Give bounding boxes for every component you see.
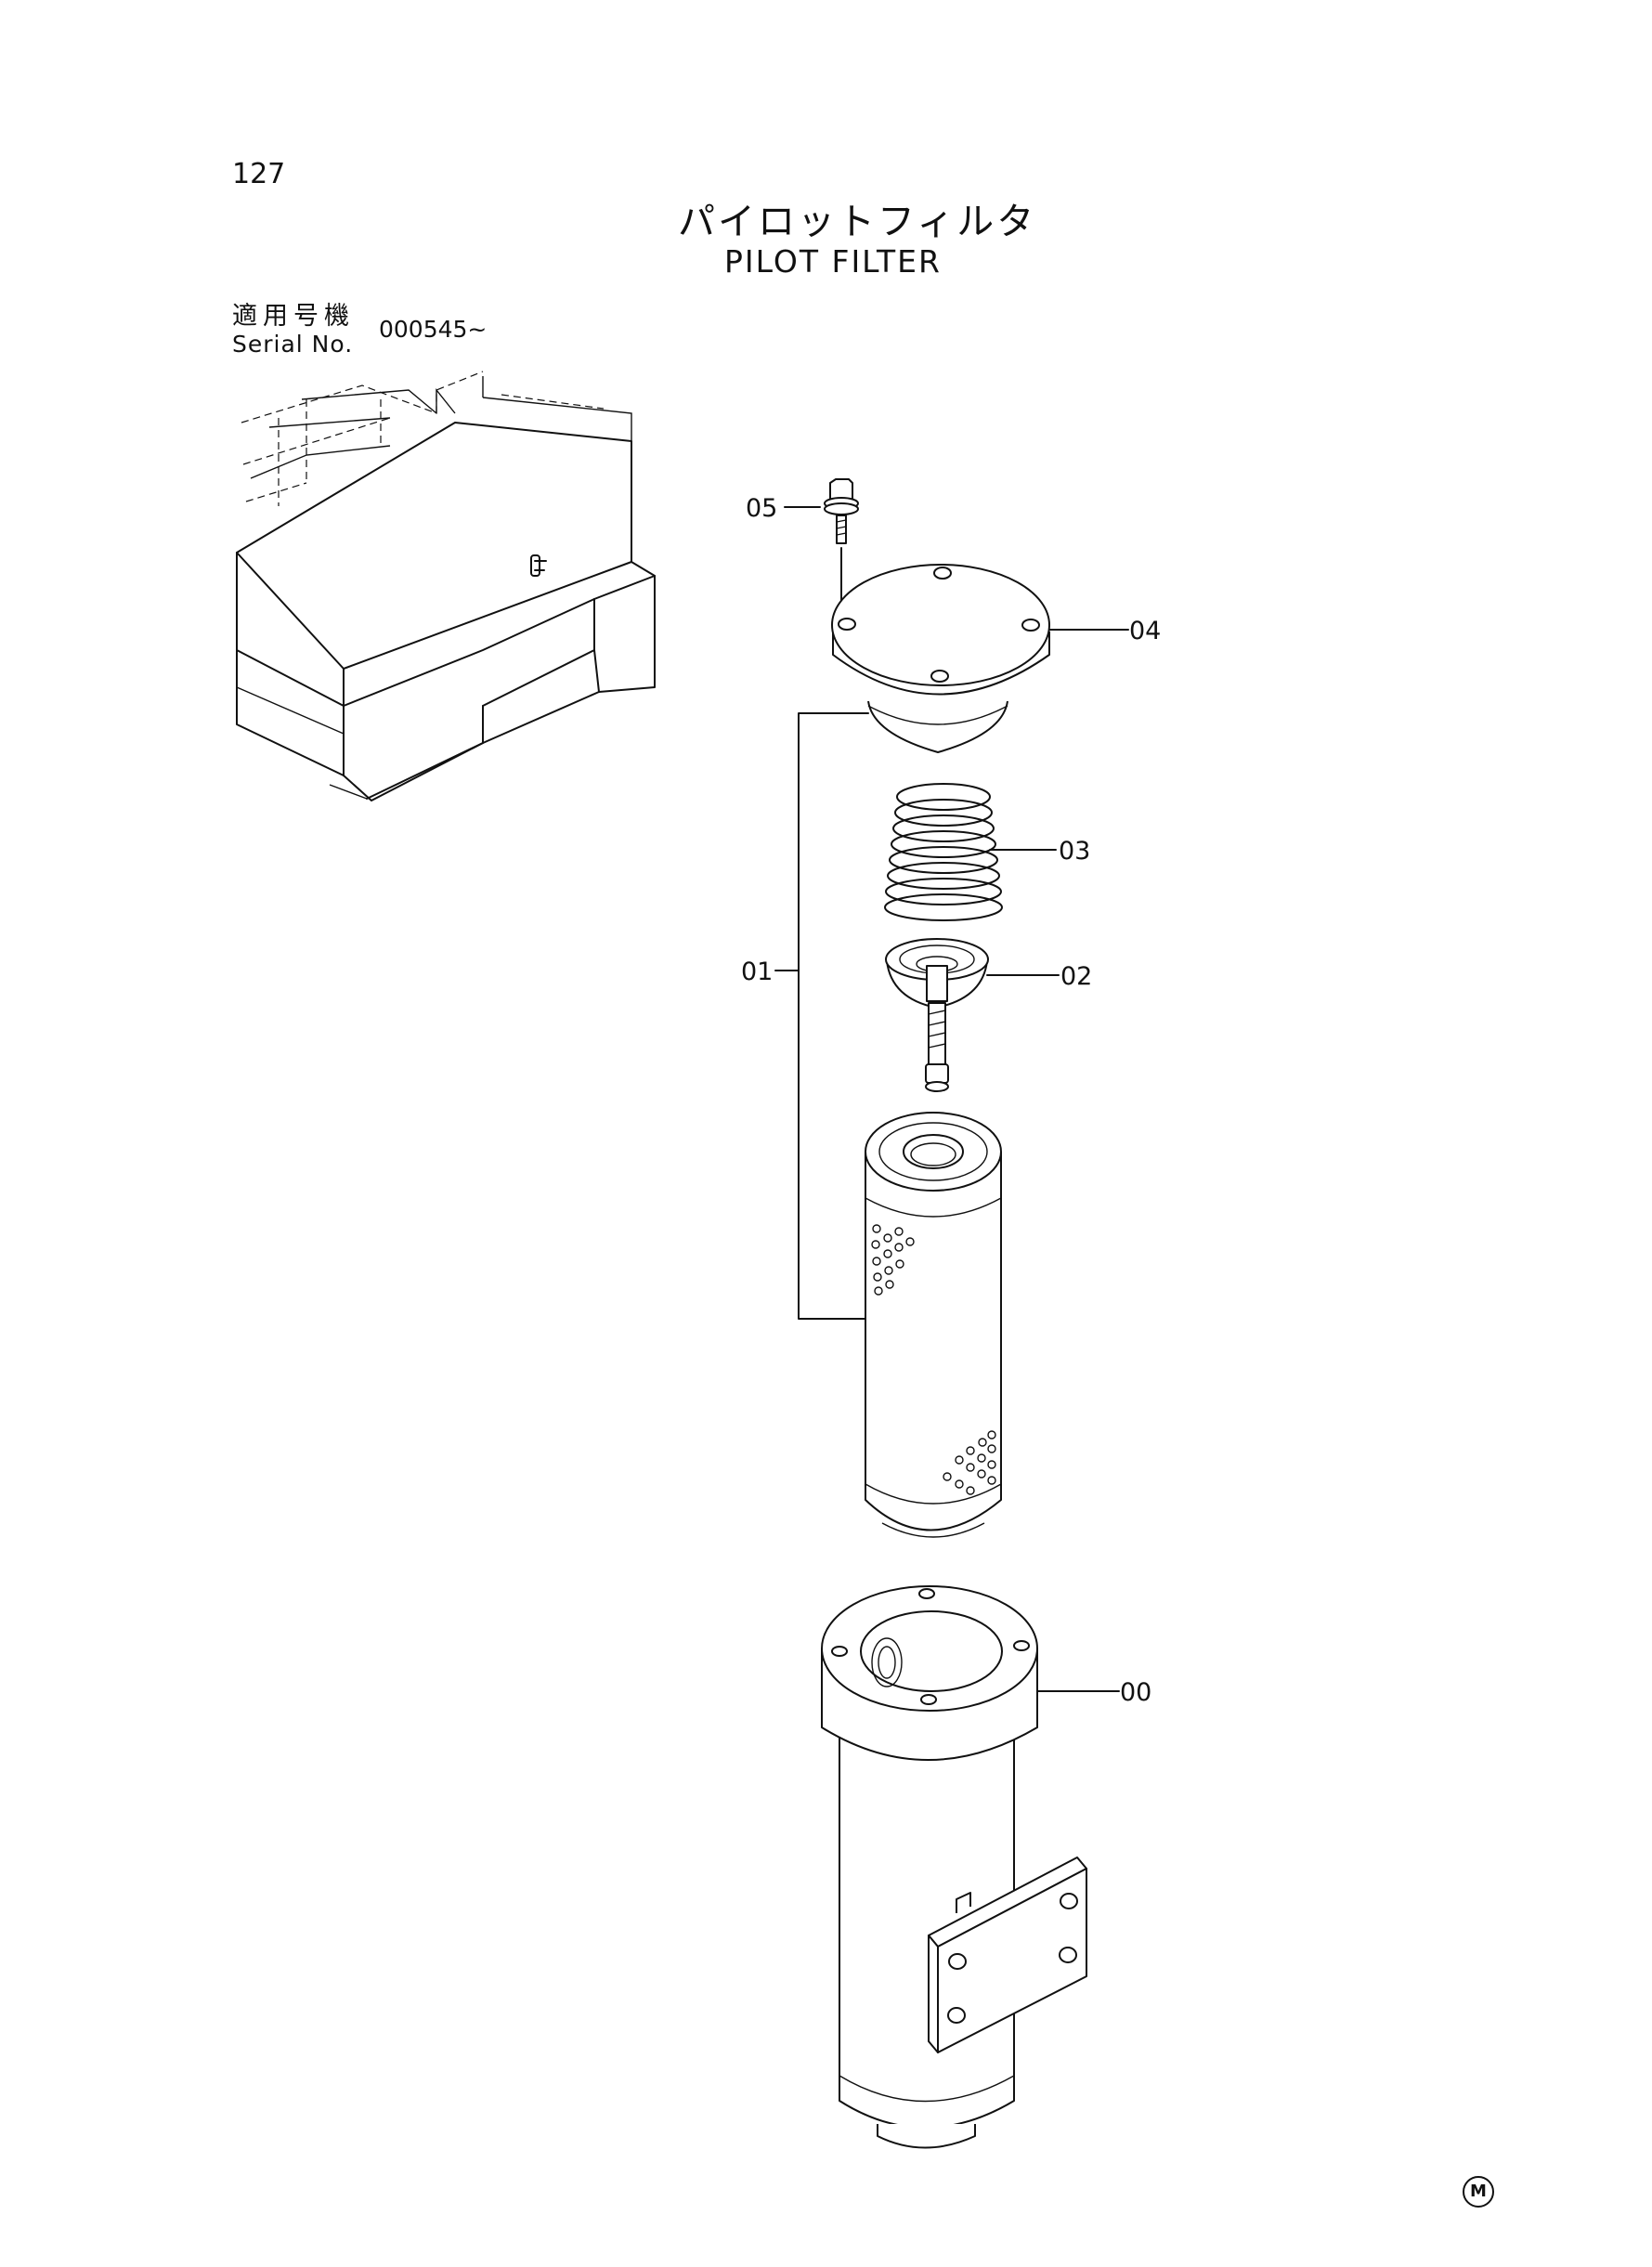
part-05-bolt xyxy=(784,478,859,614)
callout-04: 04 xyxy=(1129,617,1161,645)
callout-01: 01 xyxy=(741,958,773,986)
callout-03: 03 xyxy=(1059,837,1090,866)
part-03-spring xyxy=(884,783,1057,921)
part-00-housing xyxy=(821,1585,1120,2149)
callout-05: 05 xyxy=(746,494,777,523)
part-01-filter-element xyxy=(774,712,1002,1538)
o-ring xyxy=(867,700,1008,753)
callout-00: 00 xyxy=(1120,1678,1151,1707)
part-02-valve xyxy=(885,938,1060,1092)
serial-label-japanese: 適用号機 xyxy=(232,302,355,331)
machine-location-inset xyxy=(236,371,656,801)
serial-number-value: 000545~ xyxy=(379,316,488,343)
serial-label-english: Serial No. xyxy=(232,331,354,358)
page-number: 127 xyxy=(232,158,286,190)
title-japanese: パイロットフィルタ xyxy=(678,201,1037,243)
footer-mark: M xyxy=(1463,2176,1494,2208)
title-english: PILOT FILTER xyxy=(724,243,942,280)
part-04-cover xyxy=(831,564,1129,696)
callout-02: 02 xyxy=(1060,962,1092,991)
